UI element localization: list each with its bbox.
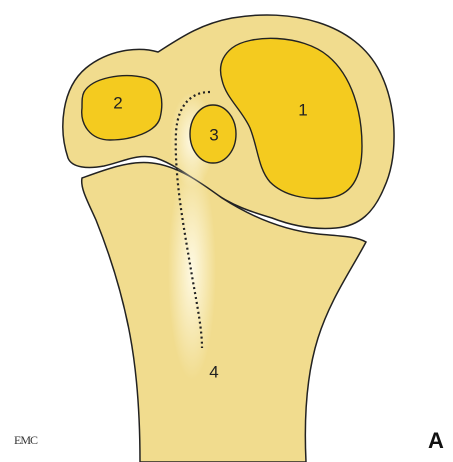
pathway-glow-lower bbox=[168, 160, 216, 380]
label-2: 2 bbox=[113, 93, 122, 112]
label-3: 3 bbox=[209, 125, 218, 144]
label-4: 4 bbox=[209, 362, 218, 381]
emc-logo: EMC bbox=[14, 433, 38, 447]
label-1: 1 bbox=[298, 100, 307, 119]
panel-letter: A bbox=[428, 428, 444, 453]
